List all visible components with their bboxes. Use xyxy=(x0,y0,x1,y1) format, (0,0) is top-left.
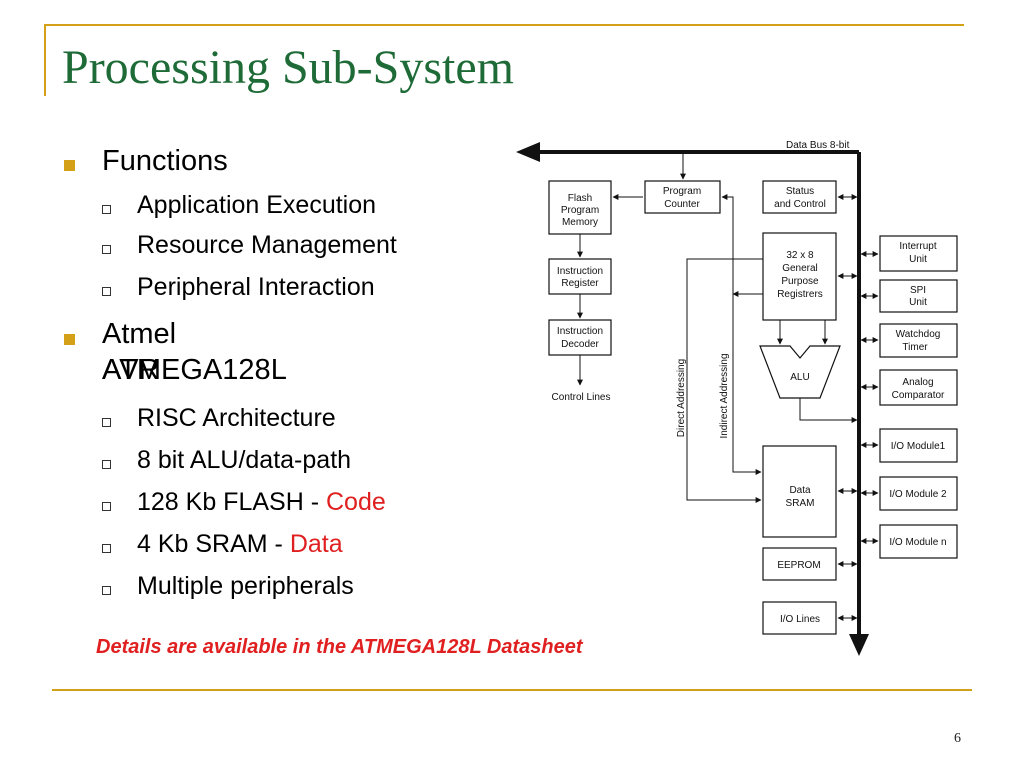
bullet-item-flash: 128 Kb FLASH - Code xyxy=(137,487,386,517)
gpr-label-1: 32 x 8 xyxy=(786,250,814,261)
id-label-2: Decoder xyxy=(561,339,599,350)
data-sram-block xyxy=(762,445,837,538)
ir-label-2: Register xyxy=(561,278,599,289)
io-module2-label: I/O Module 2 xyxy=(889,489,947,500)
page-number: 6 xyxy=(954,731,961,746)
top-rule xyxy=(44,24,964,26)
checkbox-bullet-icon xyxy=(102,205,111,214)
program-counter-block xyxy=(644,180,721,214)
bullet-item: RISC Architecture xyxy=(137,404,336,432)
bottom-rule xyxy=(52,689,972,691)
bullet-item-text: 128 Kb FLASH - xyxy=(137,488,326,516)
io-module2-block xyxy=(879,476,958,511)
bullet-item: Resource Management xyxy=(137,231,397,259)
checkbox-bullet-icon xyxy=(102,586,111,595)
analog-label-1: Analog xyxy=(902,377,933,388)
gpr-label-2: General xyxy=(782,263,818,274)
flash-label-2: Program xyxy=(561,205,599,216)
bullet-item: Application Execution xyxy=(137,191,377,219)
left-rule xyxy=(44,24,46,96)
register-file-block xyxy=(762,232,837,321)
sram-label-1: Data xyxy=(789,485,811,496)
eeprom-label: EEPROM xyxy=(777,560,820,571)
checkbox-bullet-icon xyxy=(102,544,111,553)
watchdog-timer-block xyxy=(879,323,958,358)
control-lines-label: Control Lines xyxy=(552,392,611,403)
alu-label: ALU xyxy=(790,372,809,383)
status-label-1: Status xyxy=(786,186,814,197)
bullet-item-sram: 4 Kb SRAM - Data xyxy=(137,529,343,559)
checkbox-bullet-icon xyxy=(102,418,111,427)
watchdog-label-2: Timer xyxy=(902,342,928,353)
checkbox-bullet-icon xyxy=(102,502,111,511)
analog-label-2: Comparator xyxy=(892,390,945,401)
interrupt-label-1: Interrupt xyxy=(899,241,936,252)
gpr-label-4: Registrers xyxy=(777,289,823,300)
bullet-item: Peripheral Interaction xyxy=(137,273,375,301)
bullet-item: 8 bit ALU/data-path xyxy=(137,446,352,474)
io-modulen-block xyxy=(879,524,958,559)
square-bullet-icon xyxy=(64,160,75,171)
status-label-2: and Control xyxy=(774,199,826,210)
instruction-register-block xyxy=(548,258,612,295)
io-lines-block xyxy=(762,601,837,635)
status-control-block xyxy=(762,180,837,214)
interrupt-label-2: Unit xyxy=(909,254,927,265)
flash-label-1: Flash xyxy=(568,193,592,204)
io-lines-label: I/O Lines xyxy=(780,614,820,625)
flash-label-3: Memory xyxy=(562,217,598,228)
alu-block xyxy=(759,345,841,399)
sram-label-2: SRAM xyxy=(786,498,815,509)
spi-label-1: SPI xyxy=(910,285,926,296)
spi-label-2: Unit xyxy=(909,297,927,308)
spi-unit-block xyxy=(879,279,958,313)
datasheet-note: Details are available in the ATMEGA128L … xyxy=(96,636,583,658)
bullet-atmel-line1: Atmel AVR xyxy=(102,318,177,386)
page-title: Processing Sub-System xyxy=(62,41,515,94)
io-modulen-label: I/O Module n xyxy=(889,537,946,548)
analog-comparator-block xyxy=(879,369,958,406)
bus-arrow-left-icon xyxy=(516,142,540,162)
data-bus: Data Bus 8-bit xyxy=(516,140,869,656)
square-bullet-icon xyxy=(64,334,75,345)
pc-label-2: Counter xyxy=(664,199,700,210)
instruction-decoder-block xyxy=(548,319,612,356)
id-label-1: Instruction xyxy=(557,326,603,337)
gpr-label-3: Purpose xyxy=(781,276,819,287)
highlight-data: Data xyxy=(289,530,343,558)
indirect-addressing-label: Indirect Addressing xyxy=(719,353,730,438)
watchdog-label-1: Watchdog xyxy=(896,329,941,340)
checkbox-bullet-icon xyxy=(102,460,111,469)
bullet-functions: Functions xyxy=(102,145,228,177)
bus-arrow-down-icon xyxy=(849,634,869,656)
pc-label-1: Program xyxy=(663,186,701,197)
bullet-atmel-line2: ATMEGA128L xyxy=(102,354,287,386)
eeprom-block xyxy=(762,547,837,581)
bullet-item: Multiple peripherals xyxy=(137,572,354,600)
io-module1-label: I/O Module1 xyxy=(891,441,946,452)
highlight-code: Code xyxy=(325,488,386,516)
interrupt-unit-block xyxy=(879,235,958,272)
checkbox-bullet-icon xyxy=(102,287,111,296)
data-bus-label: Data Bus 8-bit xyxy=(786,140,850,151)
ir-label-1: Instruction xyxy=(557,266,603,277)
bullet-item-text: 4 Kb SRAM - xyxy=(137,530,290,558)
checkbox-bullet-icon xyxy=(102,245,111,254)
io-module1-block xyxy=(879,428,958,463)
direct-addressing-label: Direct Addressing xyxy=(676,359,687,437)
